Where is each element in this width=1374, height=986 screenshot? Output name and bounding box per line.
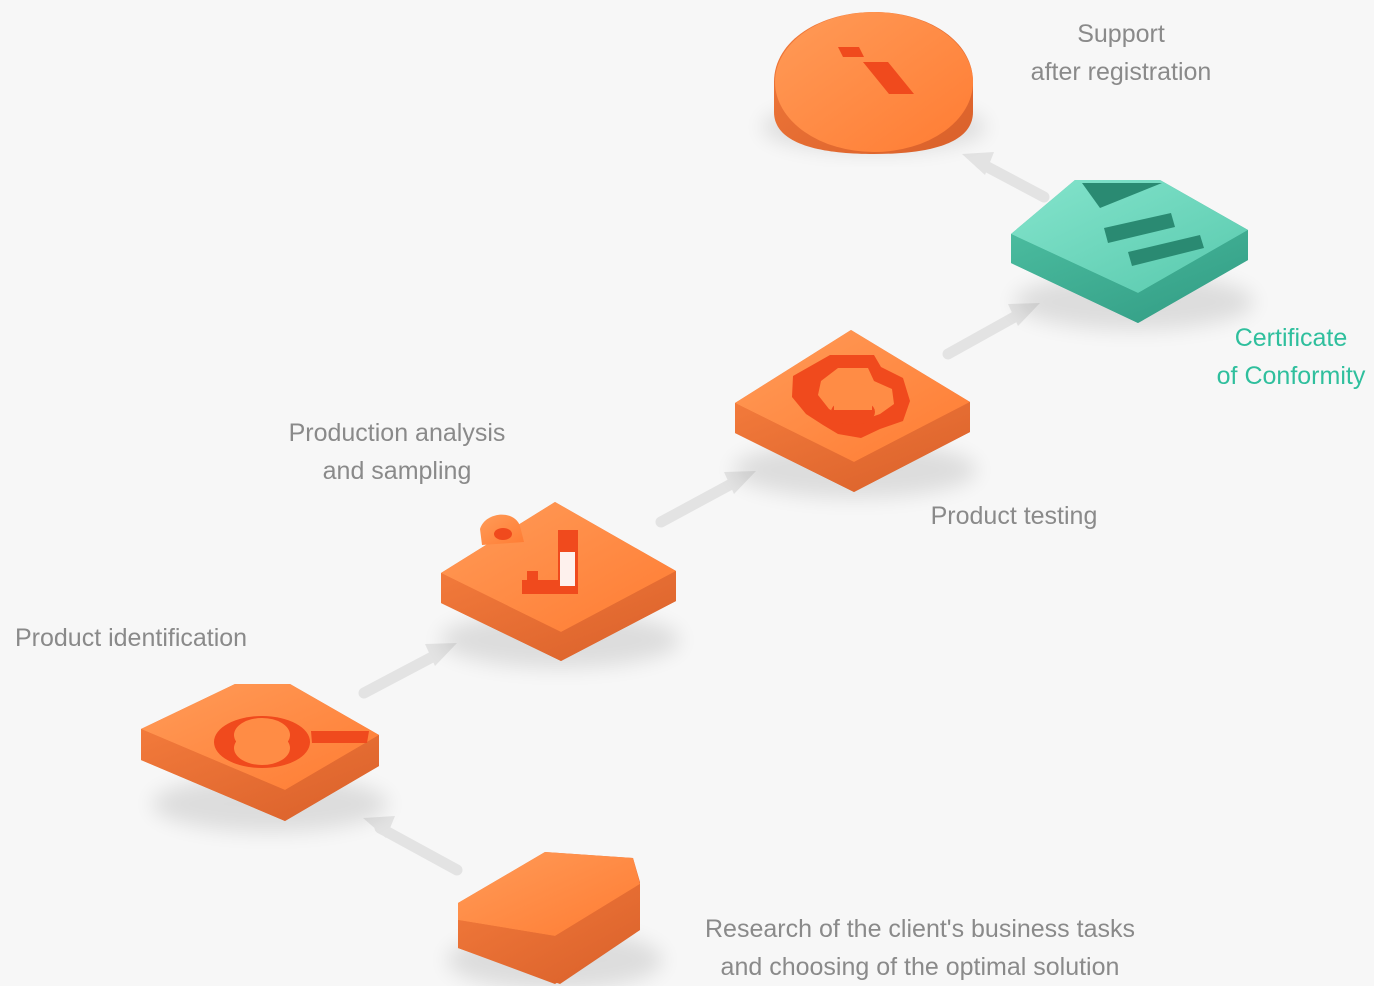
analysis-label-line-2: and sampling: [322, 457, 472, 485]
magnifier-icon: [214, 716, 369, 768]
gear-icon: [792, 355, 910, 438]
testing-label-line-1: Product testing: [930, 502, 1098, 530]
certificate-label-line-2: of Conformity: [1216, 362, 1366, 390]
certificate-label-line-1: Certificate: [1234, 324, 1348, 352]
analysis-tile-icon: [440, 502, 680, 668]
info-icon: [838, 47, 914, 94]
certificate-label: Certificate of Conformity: [1210, 319, 1372, 395]
connector-arrows: [358, 152, 1050, 876]
certificate-tile-icon: [1011, 180, 1254, 330]
research-label-line-1: Research of the client's business tasks: [705, 915, 1135, 943]
arrow-certificate-to-support-icon: [962, 152, 1050, 203]
support-label-line-2: after registration: [1030, 58, 1212, 86]
arrow-research-to-identification-icon: [363, 816, 463, 876]
identification-label-line-1: Product identification: [15, 624, 248, 652]
testing-label: Product testing: [924, 497, 1104, 535]
identification-label: Product identification: [15, 619, 295, 657]
arrow-identification-to-analysis-icon: [358, 643, 457, 699]
support-tile-icon: [762, 12, 986, 154]
research-label: Research of the client's business tasks …: [690, 910, 1150, 986]
identification-tile-icon: [141, 684, 388, 832]
analysis-label-line-1: Production analysis: [288, 419, 506, 447]
support-label: Support after registration: [1016, 15, 1226, 91]
testing-tile-icon: [733, 330, 977, 498]
analysis-label: Production analysis and sampling: [282, 414, 512, 490]
research-label-line-2: and choosing of the optimal solution: [720, 953, 1120, 981]
document-icon: [1082, 183, 1204, 266]
research-tile-icon: [447, 852, 663, 986]
checkmark-icon: [522, 530, 578, 594]
support-label-line-1: Support: [1077, 20, 1165, 48]
